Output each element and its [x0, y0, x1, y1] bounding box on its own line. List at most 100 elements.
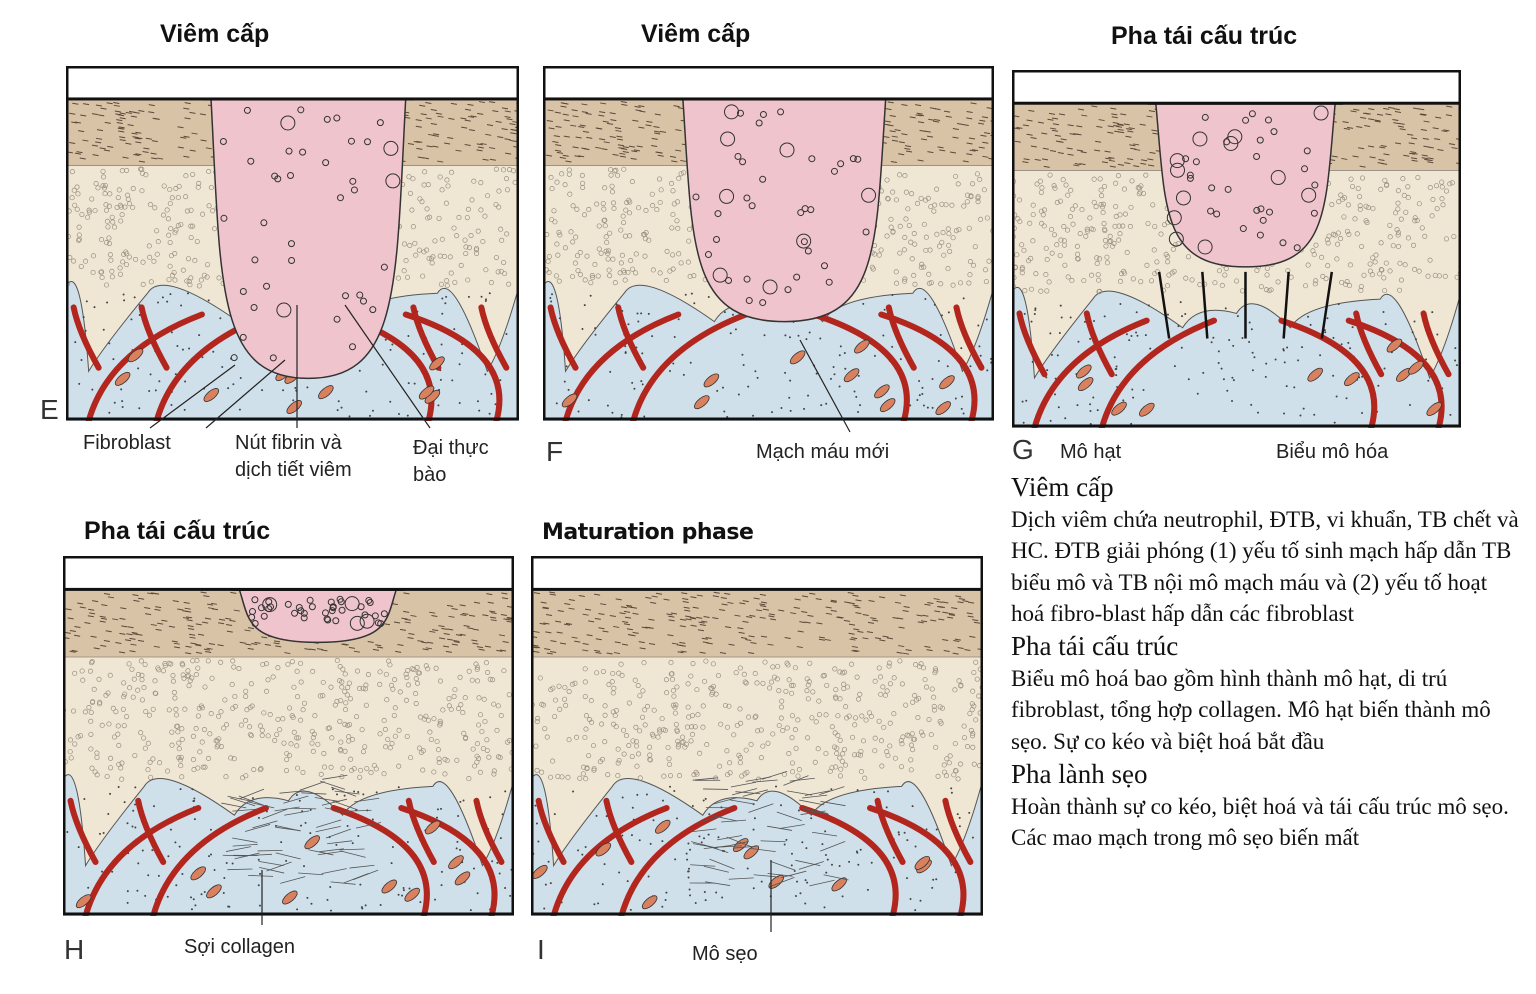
- fibroblast-cell: [732, 838, 749, 853]
- collagen-fiber: [809, 879, 835, 887]
- inflammatory-cell: [743, 275, 751, 283]
- inflammatory-cell: [322, 159, 330, 167]
- collagen-fiber: [823, 874, 849, 881]
- collagen-fiber: [318, 848, 345, 853]
- inflammatory-cell: [377, 620, 385, 628]
- inflammatory-cell: [1207, 207, 1215, 215]
- fibroblast-cell: [206, 884, 222, 899]
- inflammatory-cell: [849, 155, 857, 163]
- inflammatory-cell: [1166, 210, 1182, 226]
- inflammatory-cell: [1186, 171, 1194, 179]
- description-body-maturation: Hoàn thành sự co kéo, biệt hoá và tái cấ…: [1011, 794, 1509, 851]
- inflammatory-cell: [1208, 184, 1216, 192]
- fibroblast-cell: [282, 890, 298, 905]
- inflammatory-cell: [779, 142, 795, 158]
- collagen-fiber: [735, 791, 761, 795]
- fibroblast-cell: [1408, 360, 1424, 375]
- collagen-fiber: [717, 835, 743, 841]
- inflammatory-cell: [376, 119, 384, 127]
- migration-arrow: [1157, 271, 1171, 339]
- fibroblast-cell: [831, 877, 847, 892]
- collagen-fiber: [244, 824, 271, 832]
- panel-i-illustration: [531, 556, 983, 916]
- collagen-fiber: [248, 875, 274, 877]
- inflammatory-cell: [380, 610, 388, 618]
- collagen-fiber: [258, 860, 284, 866]
- inflammatory-cell: [820, 262, 828, 270]
- collagen-fiber: [819, 786, 845, 795]
- dermis-layer: [1012, 169, 1461, 380]
- description-body-remodeling: Biểu mô hoá bao gồm hình thành mô hạt, d…: [1011, 666, 1491, 754]
- inflammatory-cell: [797, 209, 805, 217]
- inflammatory-cell: [366, 599, 374, 607]
- inflammatory-cell: [759, 175, 767, 183]
- inflammatory-cell: [1168, 231, 1184, 247]
- inflammatory-cell: [861, 187, 877, 203]
- inflammatory-cell: [251, 596, 259, 604]
- collagen-fiber: [259, 867, 285, 874]
- inflammatory-cell: [239, 333, 247, 341]
- collagen-fiber: [284, 810, 310, 816]
- inflammatory-cell: [1169, 153, 1185, 169]
- collagen-fiber: [703, 865, 729, 873]
- panel-letter-h: H: [64, 934, 85, 965]
- fibroblast-cell: [854, 339, 870, 354]
- collagen-fiber: [709, 858, 735, 870]
- fibroblast-cell: [914, 855, 931, 870]
- inflammatory-cell: [332, 617, 340, 625]
- description-body-acute: Dịch viêm chứa neutrophil, ĐTB, vi khuẩn…: [1011, 507, 1519, 626]
- inflammatory-cell: [385, 173, 401, 189]
- inflammatory-cell: [299, 148, 307, 156]
- collagen-fiber: [299, 781, 325, 791]
- blood-vessel: [70, 304, 205, 421]
- collagen-fiber: [321, 868, 347, 875]
- collagen-fiber: [800, 810, 826, 815]
- inflammatory-cell: [287, 240, 295, 248]
- collagen-fiber: [354, 797, 380, 803]
- inflammatory-cell: [356, 291, 364, 299]
- inflammatory-cell: [1256, 136, 1264, 144]
- inflammatory-cell: [328, 607, 336, 615]
- inflammatory-cell: [801, 205, 809, 213]
- inflammatory-cell: [1259, 216, 1267, 224]
- epidermis-layer: [531, 588, 983, 657]
- label-scar-tissue: Mô sẹo: [692, 943, 758, 965]
- fibroblast-cell: [1111, 401, 1127, 416]
- wound-area: [237, 587, 398, 644]
- blood-vessel: [603, 797, 738, 916]
- collagen-fiber: [769, 876, 795, 888]
- inflammatory-cell: [862, 228, 870, 236]
- collagen-fiber: [802, 794, 828, 799]
- fibroblast-cell: [654, 819, 671, 834]
- inflammatory-cell: [364, 138, 372, 146]
- migration-arrow: [1282, 271, 1290, 339]
- inflammatory-cell: [755, 119, 763, 127]
- collagen-fiber: [349, 864, 375, 869]
- fibroblast-cell: [424, 820, 441, 835]
- blood-vessel: [1083, 310, 1218, 428]
- fibroblast-cell: [561, 393, 578, 408]
- collagen-fiber: [291, 807, 317, 810]
- collagen-fiber: [798, 861, 824, 870]
- fibroblast-cell: [935, 401, 951, 416]
- inflammatory-cell: [291, 609, 299, 617]
- wound-area: [1154, 101, 1337, 268]
- fibroblast-cell: [703, 373, 720, 388]
- inflammatory-cell: [796, 233, 812, 249]
- inflammatory-cell: [284, 600, 292, 608]
- inflammatory-cell: [250, 303, 258, 311]
- collagen-fiber: [249, 801, 275, 809]
- fibroblast-cell: [939, 375, 955, 390]
- collagen-fiber: [339, 848, 365, 851]
- collagen-fiber: [279, 790, 305, 794]
- collagen-fiber: [322, 774, 348, 780]
- fibroblast-cell: [1076, 364, 1092, 379]
- inflammatory-cell: [854, 155, 862, 163]
- inflammatory-cell: [300, 614, 308, 622]
- description-heading-remodeling: Pha tái cấu trúc: [1011, 631, 1179, 662]
- fibroblast-cell: [381, 879, 398, 894]
- fibroblast-cell: [1344, 372, 1360, 387]
- inflammatory-cell: [1303, 147, 1311, 155]
- inflammatory-cell: [349, 177, 357, 185]
- inflammatory-cell: [297, 106, 305, 114]
